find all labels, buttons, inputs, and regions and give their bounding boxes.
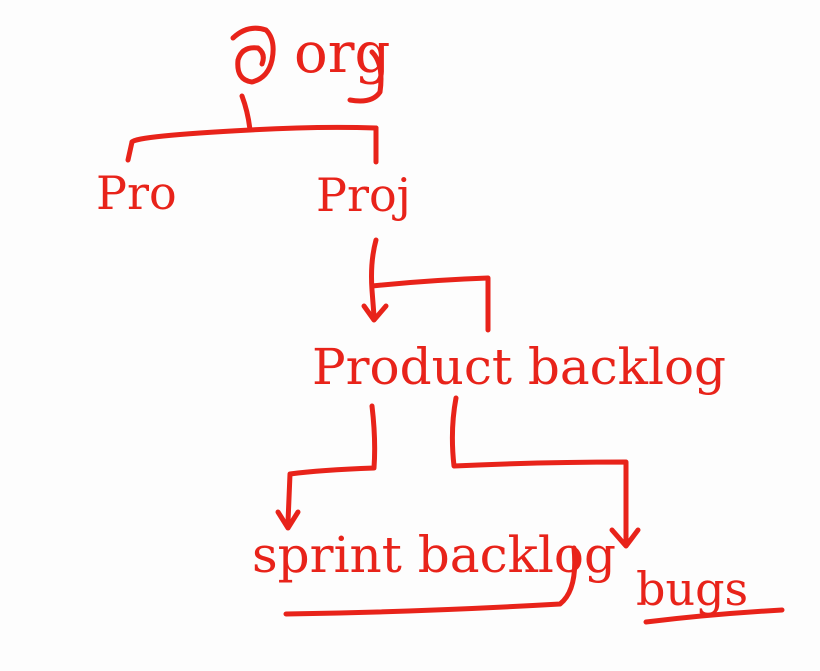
- product-backlog-label: Product backlog: [312, 342, 726, 392]
- sprint-backlog-underline: [283, 545, 578, 617]
- bugs-label: bugs: [636, 566, 748, 612]
- sprint-backlog-text: sprint backlog: [252, 526, 616, 584]
- root-to-branch-connector: [239, 93, 253, 133]
- pro-label: Pro: [96, 170, 177, 216]
- bugs-arrowhead: [609, 527, 641, 549]
- pro-text: Pro: [96, 166, 177, 220]
- product-side-bracket: [369, 275, 491, 333]
- proj-text: Proj: [316, 168, 411, 222]
- root-symbol-text: @: [226, 23, 236, 34]
- bugs-underline: [643, 607, 785, 625]
- org-hook-stroke: [347, 49, 384, 104]
- bugs-text: bugs: [636, 562, 749, 616]
- branch-bar-connector: [129, 124, 379, 145]
- product-arrowhead: [361, 303, 389, 323]
- root-org-label: org: [294, 26, 390, 82]
- product-to-bugs-connector: [449, 395, 629, 543]
- root-at-symbol-stroke: [230, 25, 276, 85]
- product-to-sprint-connector: [285, 403, 378, 525]
- proj-label: Proj: [316, 172, 411, 218]
- sprint-backlog-label: sprint backlog: [252, 530, 616, 580]
- root-org-text: org: [294, 21, 391, 86]
- product-backlog-text: Product backlog: [312, 338, 727, 396]
- connector-to-pro: [125, 139, 135, 163]
- sprint-arrowhead: [275, 509, 301, 531]
- proj-to-product-connector: [369, 237, 379, 319]
